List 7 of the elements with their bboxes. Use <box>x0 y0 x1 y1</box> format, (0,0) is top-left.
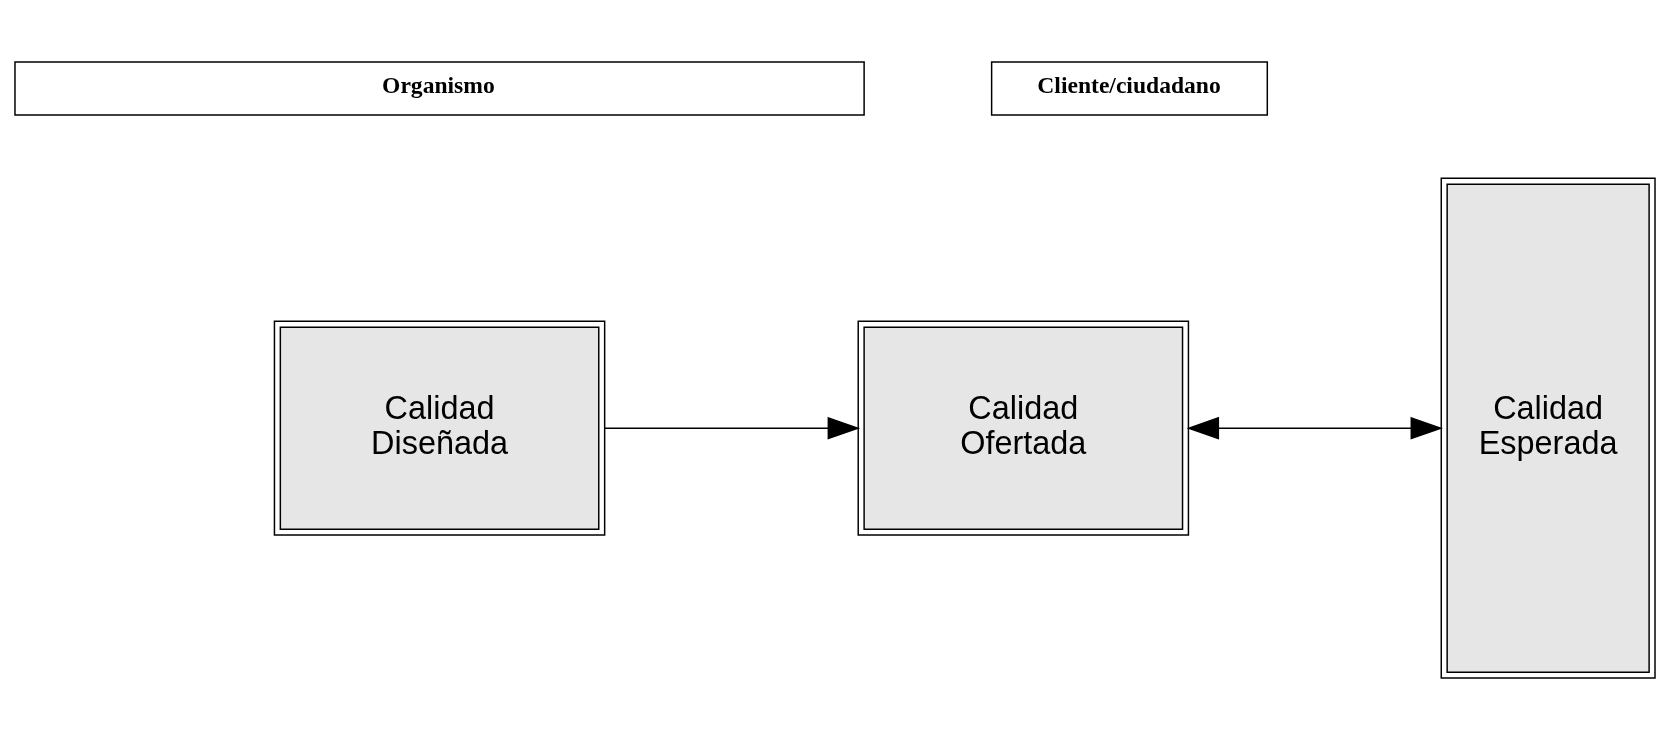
arrow <box>1186 416 1443 440</box>
node-box: Calidad Esperada <box>1440 177 1656 679</box>
node-box: Calidad Diseñada <box>273 320 606 536</box>
arrow <box>604 416 861 440</box>
node-box: Calidad Ofertada <box>857 320 1190 536</box>
node-box: Cliente/ciudadano <box>990 60 1269 116</box>
node-box: Organismo <box>14 60 865 116</box>
